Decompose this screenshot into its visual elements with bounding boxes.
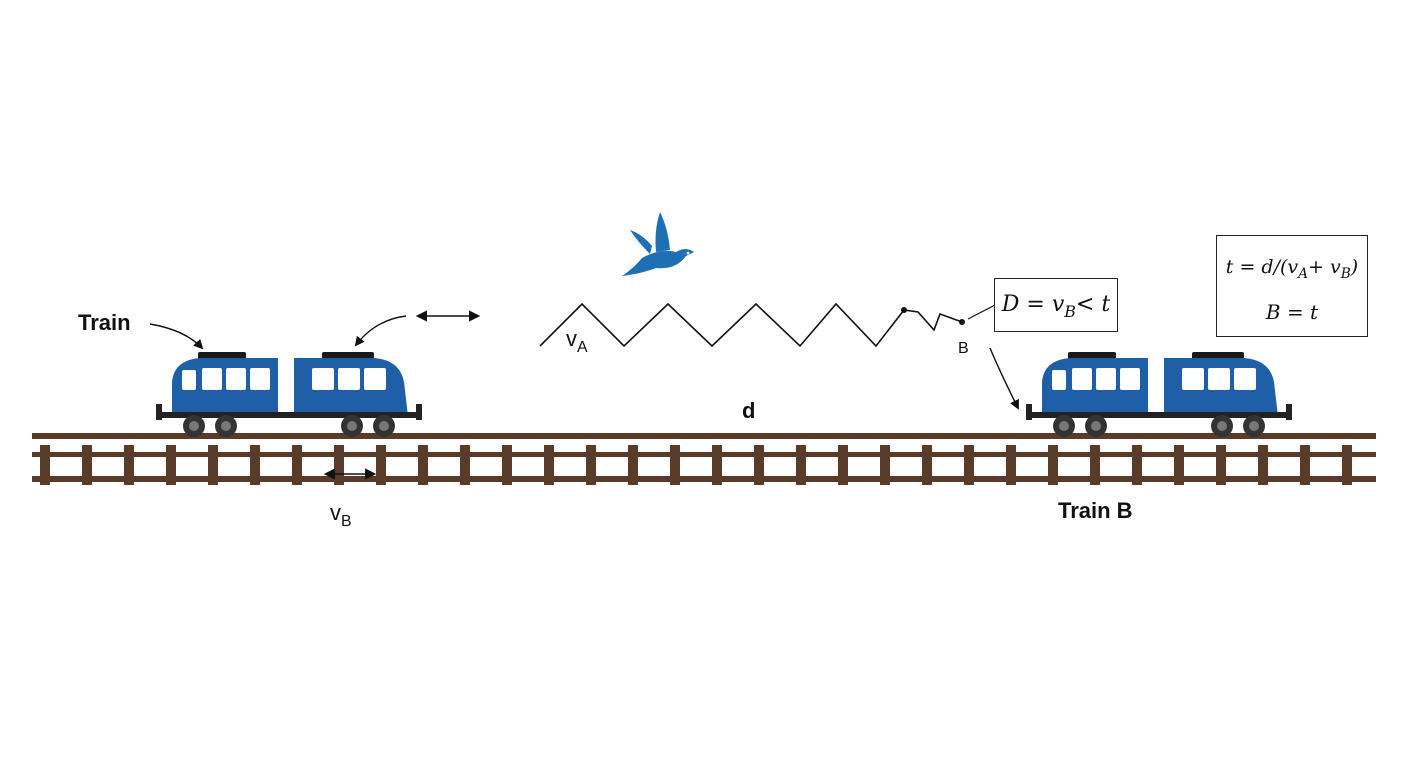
callout-line	[967, 304, 996, 320]
track-sleeper	[586, 445, 596, 485]
track-sleeper	[1258, 445, 1268, 485]
track-sleeper	[166, 445, 176, 485]
path-dot-1	[901, 307, 907, 313]
track-sleeper	[460, 445, 470, 485]
track-sleeper	[82, 445, 92, 485]
railway-track	[32, 433, 1376, 485]
track-sleeper	[754, 445, 764, 485]
path-dot-2	[959, 319, 965, 325]
label-train: Train	[78, 310, 131, 335]
track-sleeper	[712, 445, 722, 485]
train-left-icon	[156, 352, 422, 437]
label-distance: d	[742, 398, 756, 423]
rail-top	[32, 433, 1376, 439]
track-sleeper	[1300, 445, 1310, 485]
track-sleeper	[964, 445, 974, 485]
track-sleeper	[838, 445, 848, 485]
bird-zigzag-path	[539, 302, 963, 348]
label-velocity-b: vB	[330, 500, 352, 530]
track-sleeper	[418, 445, 428, 485]
track-sleeper	[376, 445, 386, 485]
track-sleeper	[124, 445, 134, 485]
track-sleeper	[250, 445, 260, 485]
track-sleeper	[544, 445, 554, 485]
train-right-icon	[1026, 352, 1292, 437]
track-sleeper	[880, 445, 890, 485]
curved-arrow-icon	[354, 315, 407, 347]
bird-icon	[622, 212, 694, 276]
track-sleepers	[40, 445, 1352, 485]
track-sleeper	[208, 445, 218, 485]
curved-arrow-icon	[149, 323, 204, 350]
track-sleeper	[1090, 445, 1100, 485]
track-sleeper	[1174, 445, 1184, 485]
track-sleeper	[922, 445, 932, 485]
formula-time-top: t = d/(vA+ vB)	[1225, 256, 1359, 282]
track-sleeper	[670, 445, 680, 485]
track-sleeper	[40, 445, 50, 485]
label-b-marker: B	[958, 340, 969, 357]
formula-time-box: t = d/(vA+ vB) B = t	[1216, 235, 1368, 337]
track-sleeper	[796, 445, 806, 485]
track-sleeper	[334, 445, 344, 485]
track-sleeper	[1216, 445, 1226, 485]
rail-middle	[32, 452, 1376, 457]
label-train-b: Train B	[1058, 498, 1133, 523]
formula-distance-box: D = vB< t	[994, 278, 1118, 332]
track-sleeper	[1342, 445, 1352, 485]
rail-bottom	[32, 476, 1376, 482]
curved-arrow-icon	[989, 347, 1019, 410]
formula-time-bottom: B = t	[1265, 300, 1319, 324]
track-sleeper	[1006, 445, 1016, 485]
track-sleeper	[628, 445, 638, 485]
track-sleeper	[1048, 445, 1058, 485]
label-velocity-a: vA	[566, 326, 588, 356]
track-sleeper	[292, 445, 302, 485]
track-sleeper	[1132, 445, 1142, 485]
track-sleeper	[502, 445, 512, 485]
